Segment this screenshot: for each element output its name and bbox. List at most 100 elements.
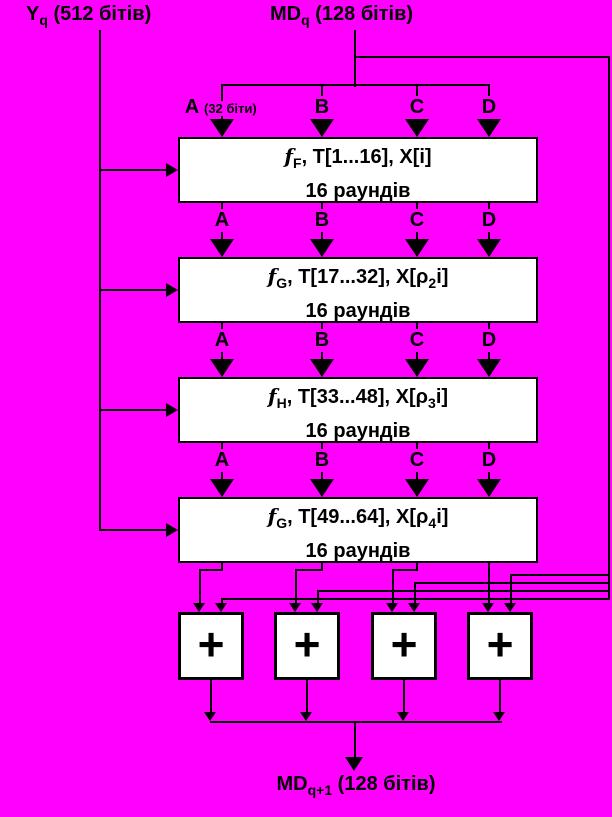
f-subscript: G — [276, 515, 288, 531]
arrow-down-icon — [477, 479, 501, 497]
adder-box-c: + — [371, 612, 437, 680]
register-label-b: B — [310, 449, 334, 472]
f-symbol: f — [267, 504, 277, 528]
arrow-down-icon — [477, 119, 501, 137]
out-b-line — [295, 569, 297, 604]
label-text: MD — [270, 3, 302, 25]
arrow-down-icon — [193, 603, 205, 612]
round-box-1: fF, T[1...16], X[i] 16 раундів — [178, 137, 538, 203]
round-args: , T[1...16], X[ — [301, 146, 420, 168]
arrow-down-icon — [210, 119, 234, 137]
register-label-b: B — [310, 209, 334, 232]
arrow-down-icon — [210, 239, 234, 257]
register-label-a: A — [210, 209, 234, 232]
rho-subscript: 3 — [428, 395, 436, 411]
label-text: (128 бітів) — [332, 773, 436, 795]
arrow-down-icon — [300, 712, 312, 721]
yq-branch-line-3 — [99, 409, 166, 411]
bus-feed-b-line — [317, 590, 610, 592]
adder-d-out-line — [499, 680, 501, 713]
arrow-right-icon — [166, 163, 178, 177]
arrow-down-icon — [504, 603, 516, 612]
adder-box-b: + — [274, 612, 340, 680]
register-label-c: C — [405, 209, 429, 232]
f-subscript: H — [276, 395, 287, 411]
adder-b-out-line — [306, 680, 308, 713]
arrow-down-icon — [310, 479, 334, 497]
adder-a-out-line — [210, 680, 212, 713]
arrow-down-icon — [345, 757, 363, 771]
arrow-down-icon — [204, 712, 216, 721]
label-text: Y — [26, 3, 40, 25]
arrow-right-icon — [166, 403, 178, 417]
arrow-down-icon — [310, 359, 334, 377]
register-label-a: A — [180, 96, 204, 119]
arrow-down-icon — [405, 359, 429, 377]
register-label-a: A — [210, 449, 234, 472]
output-digest-label: MDq+1 (128 бітів) — [156, 773, 556, 798]
register-label-d: D — [477, 449, 501, 472]
arrow-down-icon — [493, 712, 505, 721]
label-text: MD — [276, 773, 308, 795]
arrow-right-icon — [166, 283, 178, 297]
out-a-line — [199, 569, 223, 571]
output-collector-line — [210, 721, 502, 723]
round-3-subtitle: 16 раундів — [305, 420, 411, 442]
arrow-down-icon — [210, 479, 234, 497]
label-subscript: q — [39, 12, 48, 28]
arrow-down-icon — [397, 712, 409, 721]
round-args-tail: i] — [435, 386, 449, 408]
register-width-note: (32 біти) — [204, 101, 257, 116]
f-subscript: G — [276, 275, 288, 291]
mdq-right-bus-line — [608, 56, 610, 600]
round-1-title: fF, T[1...16], X[i] — [180, 142, 536, 177]
out-b-line — [321, 563, 323, 571]
arrow-right-icon — [166, 523, 178, 537]
round-4-subtitle: 16 раундів — [305, 540, 411, 562]
register-label-b: B — [310, 96, 334, 119]
round-args: , T[49...64], X[ρ — [287, 506, 429, 528]
bus-feed-d-line — [510, 574, 610, 576]
round-2-title: fG, T[17...32], X[ρ2i] — [180, 262, 536, 297]
round-3-title: fH, T[33...48], X[ρ3i] — [180, 382, 536, 417]
adder-box-d: + — [467, 612, 533, 680]
register-label-d: D — [477, 96, 501, 119]
round-args: , T[33...48], X[ρ — [286, 386, 429, 408]
label-text: (128 бітів) — [309, 3, 414, 25]
round-args-tail: i] — [436, 266, 449, 288]
bus-feed-a-line — [221, 598, 610, 600]
arrow-down-icon — [405, 119, 429, 137]
arrow-down-icon — [210, 359, 234, 377]
bus-feed-d-line — [510, 574, 512, 604]
arrow-down-icon — [477, 239, 501, 257]
bus-feed-b-line — [317, 590, 319, 604]
round-box-3: fH, T[33...48], X[ρ3i] 16 раундів — [178, 377, 538, 443]
out-b-line — [295, 569, 323, 571]
label-text: (512 бітів) — [47, 3, 152, 25]
adder-c-out-line — [403, 680, 405, 713]
yq-bus-line — [99, 30, 101, 531]
round-1-subtitle: 16 раундів — [305, 180, 411, 202]
register-label-b: B — [310, 329, 334, 352]
adder-box-a: + — [178, 612, 244, 680]
arrow-down-icon — [311, 603, 323, 612]
round-args-tail: i] — [419, 146, 432, 168]
register-label-c: C — [405, 96, 429, 119]
bus-feed-c-line — [414, 582, 416, 604]
out-c-line — [392, 569, 394, 604]
f-symbol: f — [267, 384, 277, 408]
round-4-title: fG, T[49...64], X[ρ4i] — [180, 502, 536, 537]
arrow-down-icon — [482, 603, 494, 612]
round-box-2: fG, T[17...32], X[ρ2i] 16 раундів — [178, 257, 538, 323]
yq-branch-line-2 — [99, 289, 166, 291]
arrow-down-icon — [310, 239, 334, 257]
arrow-down-icon — [215, 603, 227, 612]
round-box-4: fG, T[49...64], X[ρ4i] 16 раундів — [178, 497, 538, 563]
f-symbol: f — [267, 264, 277, 288]
register-label-a: A — [210, 329, 234, 352]
register-label-d: D — [477, 209, 501, 232]
bus-feed-a-line — [221, 598, 223, 604]
output-vertical-line — [354, 721, 356, 759]
out-a-line — [221, 563, 223, 571]
